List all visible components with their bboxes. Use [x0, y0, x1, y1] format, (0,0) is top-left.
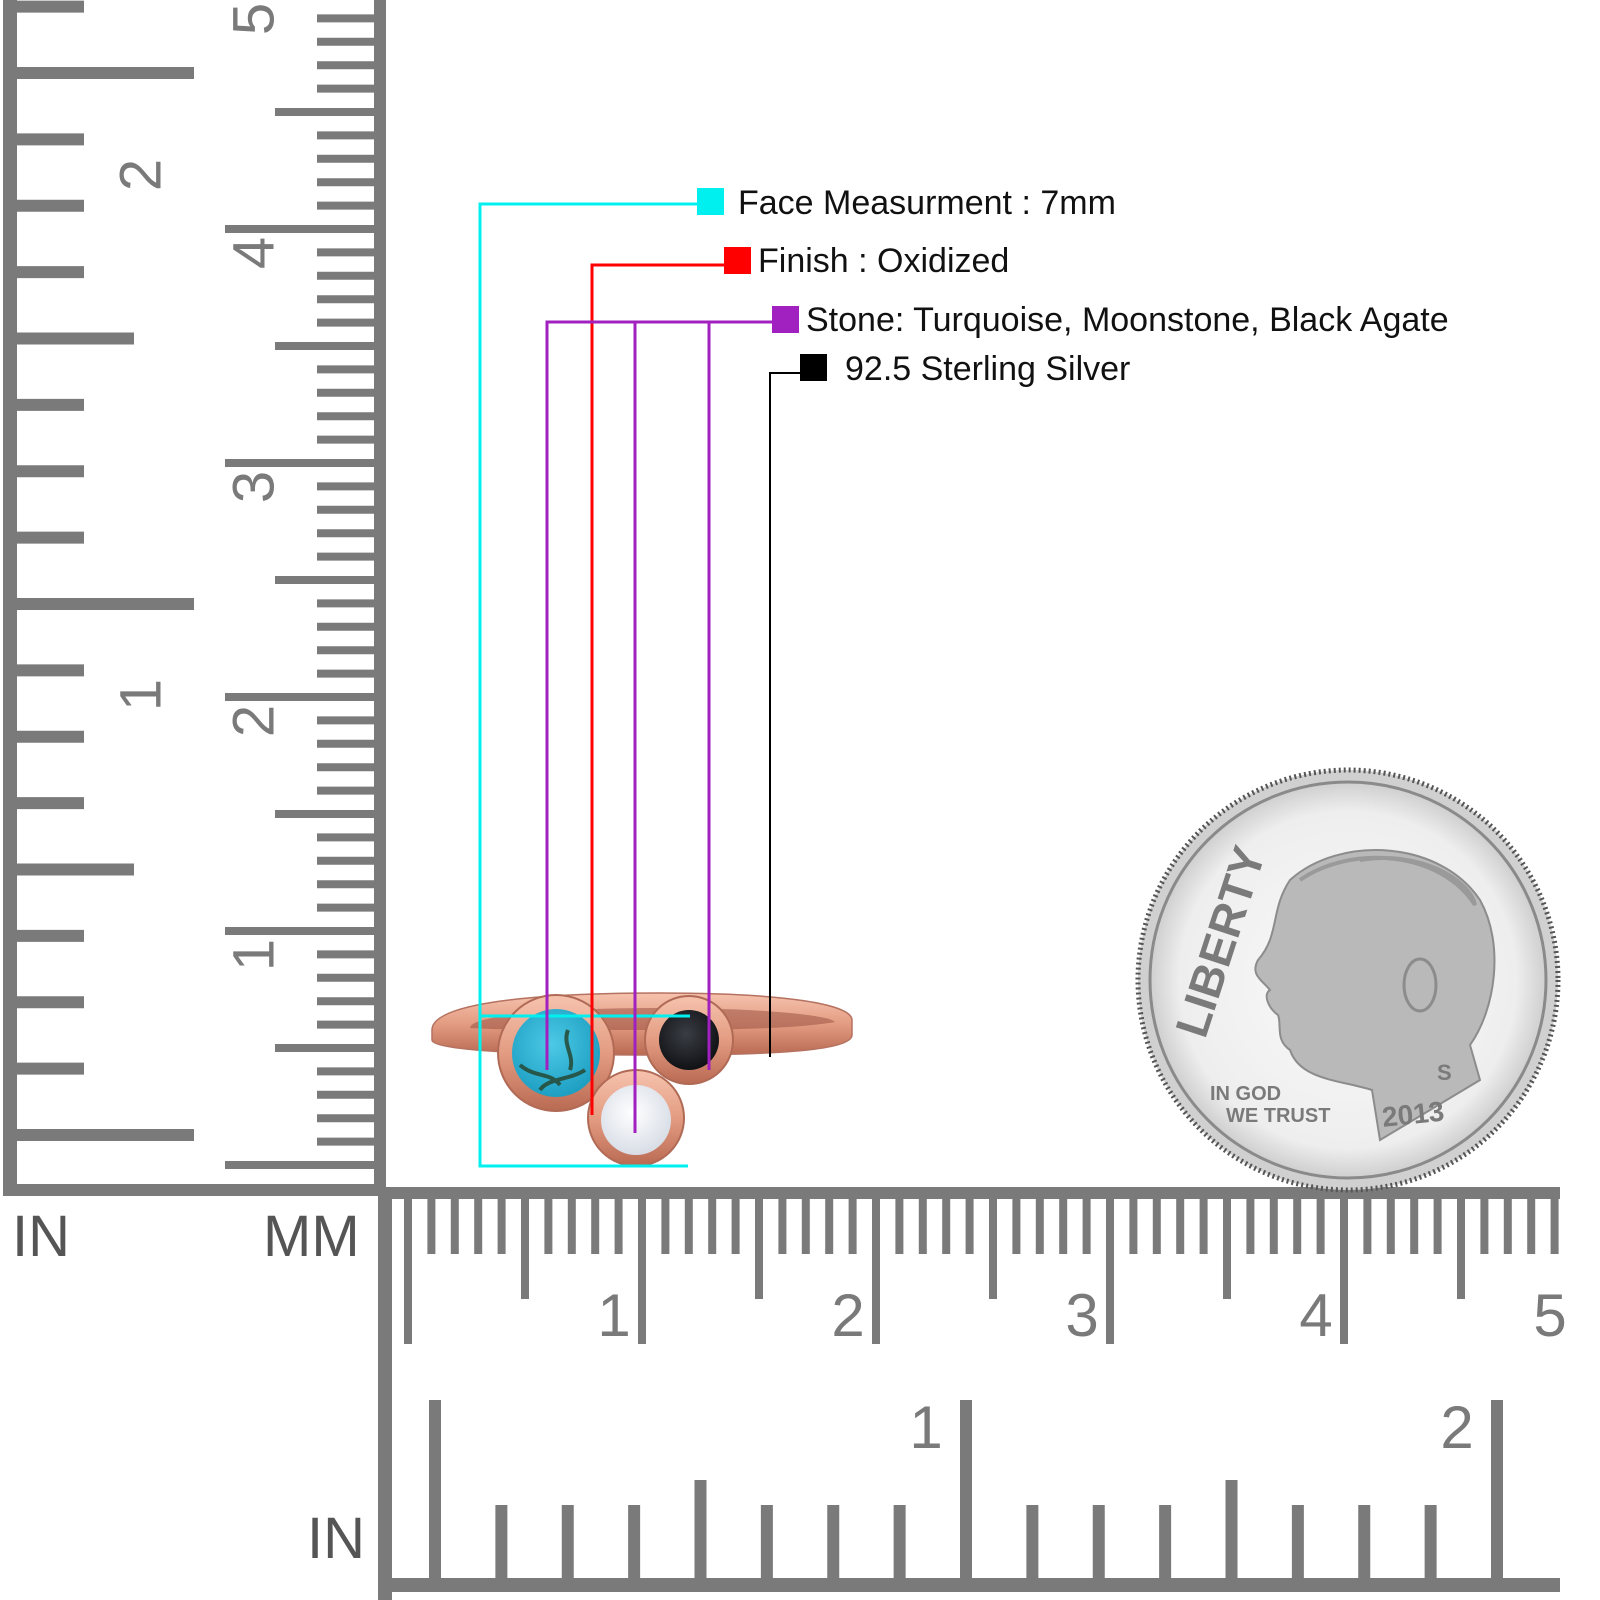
finish-swatch — [724, 247, 751, 274]
metal-swatch — [800, 354, 827, 381]
black-agate-stone — [659, 1010, 719, 1070]
left-ruler-mm-label: 1 — [221, 939, 286, 971]
face-measurement-label: Face Measurment : 7mm — [738, 184, 1116, 222]
left-ruler-mm-unit: MM — [263, 1204, 360, 1269]
left-ruler-mm-label: 4 — [221, 237, 286, 269]
coin-year: 2013 — [1380, 1096, 1445, 1133]
finish-label: Finish : Oxidized — [758, 242, 1010, 280]
metal-label: 92.5 Sterling Silver — [845, 350, 1131, 388]
left-ruler-inch-label: 1 — [108, 679, 173, 711]
stone-swatch — [772, 306, 799, 333]
left-ruler-inch-label: 2 — [108, 159, 173, 191]
ring-image — [431, 992, 853, 1167]
turquoise-stone — [512, 1009, 600, 1097]
bottom-ruler-inch-label: 2 — [1440, 1394, 1473, 1461]
stone-label: Stone: Turquoise, Moonstone, Black Agate — [806, 301, 1449, 339]
bottom-ruler-mm-label: 5 — [1533, 1282, 1566, 1349]
bottom-ruler-mm-label: 2 — [831, 1282, 864, 1349]
bottom-ruler-mm-label: 1 — [597, 1282, 630, 1349]
left-ruler-mm-label: 2 — [221, 705, 286, 737]
left-ruler: 2 1 5 4 3 2 1 — [3, 0, 386, 1196]
annotation-leader-lines — [478, 202, 815, 1168]
left-ruler-mm-label: 5 — [221, 3, 286, 35]
dime-coin: LIBERTY IN GOD WE TRUST 2013 S — [1135, 767, 1561, 1193]
bottom-ruler-inch-label: 1 — [909, 1394, 942, 1461]
left-ruler-inch-unit: IN — [12, 1204, 70, 1269]
bottom-ruler-mm-label: 4 — [1299, 1282, 1332, 1349]
coin-mint-mark: S — [1437, 1060, 1452, 1085]
bottom-ruler-inch-unit: IN — [307, 1506, 365, 1571]
left-ruler-mm-label: 3 — [221, 471, 286, 503]
coin-motto-line2: WE TRUST — [1226, 1105, 1330, 1127]
coin-motto-line1: IN GOD — [1210, 1083, 1281, 1105]
bottom-ruler-mm-label: 3 — [1065, 1282, 1098, 1349]
face-measurement-swatch — [697, 188, 724, 215]
